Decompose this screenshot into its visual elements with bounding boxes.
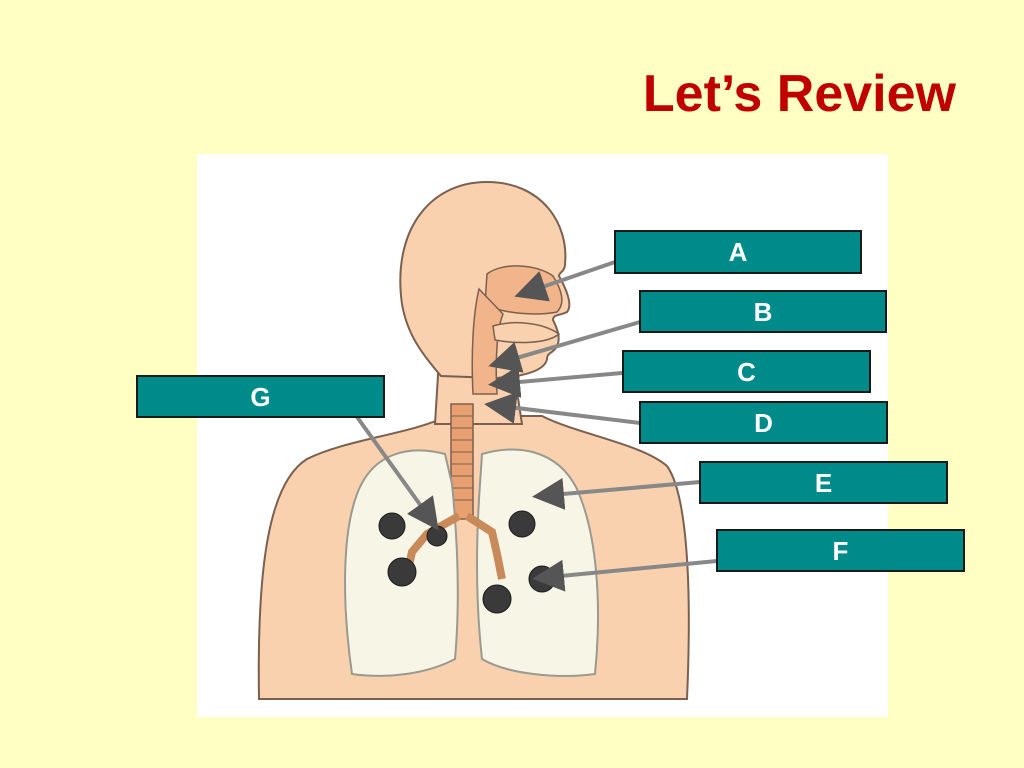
alveoli-cluster — [387, 557, 417, 587]
pointer-f — [532, 559, 718, 592]
label-box-g: G — [136, 375, 385, 418]
pointer-b — [488, 320, 641, 373]
label-box-a: A — [614, 230, 862, 274]
alveoli-cluster — [378, 512, 406, 540]
respiratory-system-illustration — [257, 180, 690, 700]
label-box-e: E — [699, 461, 948, 504]
tongue — [492, 321, 561, 344]
label-box-d: D — [639, 401, 888, 444]
alveoli-cluster — [482, 584, 512, 614]
pointer-a — [514, 260, 616, 302]
label-box-f: F — [716, 529, 965, 572]
pointer-c — [488, 365, 623, 398]
pointer-e — [532, 477, 701, 510]
label-box-c: C — [622, 350, 871, 393]
right-bronchus — [464, 512, 506, 580]
trachea — [450, 403, 474, 520]
pointer-g — [350, 408, 439, 531]
slide-title: Let’s Review — [642, 65, 956, 123]
alveoli-cluster — [508, 510, 536, 538]
pointer-d — [484, 392, 641, 425]
label-box-b: B — [639, 290, 887, 333]
